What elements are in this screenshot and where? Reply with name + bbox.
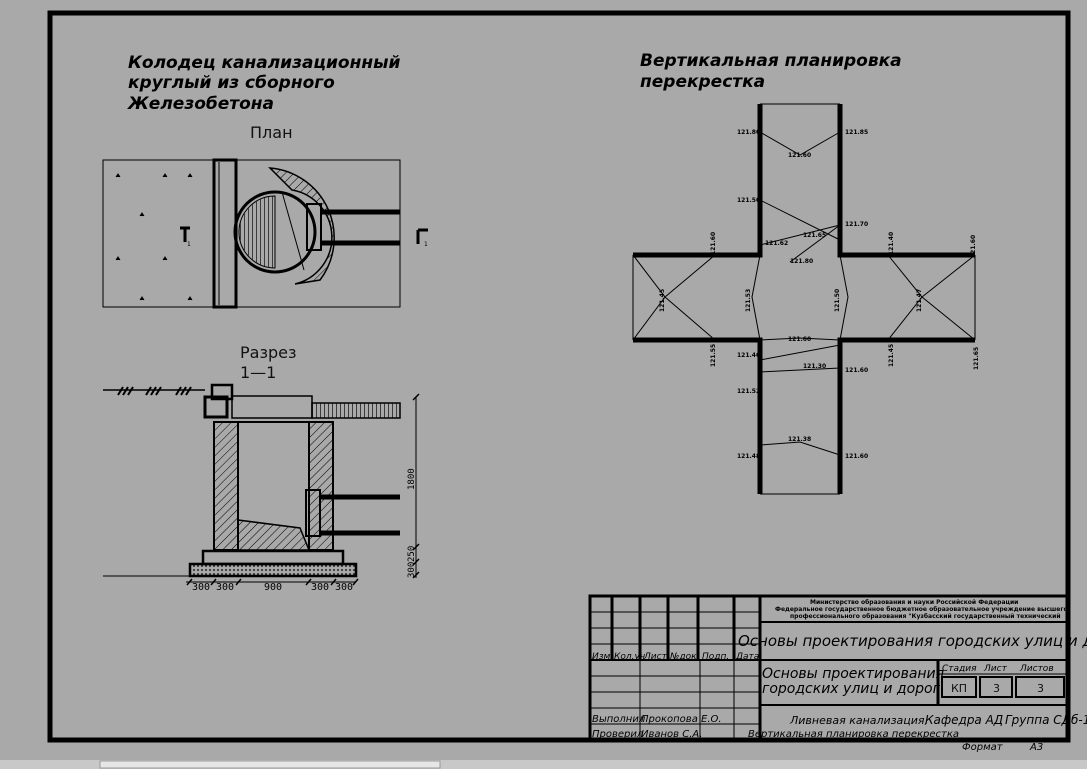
mark: 121.53	[745, 289, 752, 312]
well-plan: 1 1	[102, 158, 428, 309]
mark: 121.40	[888, 232, 895, 255]
mark: 121.85	[845, 129, 868, 136]
mark: 121.60	[788, 336, 811, 343]
checked-label: Проверил	[592, 729, 644, 740]
sheets-value: 3	[1037, 682, 1044, 695]
sheet-name-1: Ливневая канализация,	[789, 714, 928, 727]
mark: 121.52	[737, 388, 760, 395]
mark: 121.38	[788, 436, 811, 443]
mark: 121.40	[737, 352, 760, 359]
dim-bottom-4: 300	[311, 582, 329, 593]
mark: 121.55	[710, 344, 717, 367]
mark: 121.48	[737, 453, 760, 460]
mark: 121.65	[803, 232, 826, 239]
mark: 121.80	[737, 129, 760, 136]
dim-bottom-2: 300	[216, 582, 234, 593]
mark: 121.70	[845, 221, 868, 228]
org-line-1: Министерство образования и науки Российс…	[810, 599, 1018, 606]
well-section: 1800 250 300 300 300 900 300 300	[103, 383, 420, 593]
svg-text:1: 1	[424, 241, 428, 248]
mark: 121.62	[765, 240, 788, 247]
horizontal-scrollbar[interactable]	[0, 760, 1087, 769]
sheet-label: Лист	[983, 664, 1008, 674]
group: Группа СДб-111	[1005, 713, 1087, 727]
dim-height: 1800	[407, 468, 417, 490]
dim-bottom-3: 900	[264, 582, 282, 593]
mark: 121.45	[888, 344, 895, 367]
scrollbar-thumb[interactable]	[99, 760, 441, 769]
sheet-value: 3	[993, 682, 1000, 695]
stage-label: Стадия	[942, 664, 977, 674]
sheets-label: Листов	[1019, 664, 1054, 674]
mark: 121.65	[973, 347, 980, 370]
col-podp: Подп.	[702, 652, 729, 662]
title-block-text: Министерство образования и науки Российс…	[592, 599, 1087, 753]
section-label-1: Разрез	[240, 343, 296, 362]
mark: 121.60	[788, 152, 811, 159]
stage-value: КП	[951, 682, 967, 695]
crossroad-marks: 121.80 121.85 121.60 121.50 121.70 121.6…	[659, 129, 980, 460]
org-line-3: профессионального образования "Кузбасски…	[790, 613, 1061, 620]
format-label: Формат	[962, 742, 1004, 753]
dim-bottom-1: 300	[192, 582, 210, 593]
subject-1: Основы проектирования	[762, 666, 944, 682]
checked-name: Иванов С.А.	[641, 729, 702, 740]
mark: 121.80	[790, 258, 813, 265]
done-label: Выполнил	[592, 714, 646, 725]
col-list: Лист	[643, 652, 668, 662]
format-value: А3	[1029, 742, 1043, 753]
title-block	[588, 594, 1070, 742]
well-title: Колодец канализационный круглый из сборн…	[127, 53, 400, 114]
well-title-line-1: Колодец канализационный	[128, 53, 400, 73]
mark: 121.45	[659, 289, 666, 312]
crossroad-title: Вертикальная планировка перекрестка	[640, 51, 902, 92]
mark: 121.50	[834, 289, 841, 312]
sheet-name-2: Вертикальная планировка перекрестка	[748, 729, 959, 740]
mark: 121.50	[737, 197, 760, 204]
done-name: Прокопова Е.О.	[641, 714, 722, 725]
mark: 121.60	[970, 235, 977, 258]
plan-label: План	[250, 123, 293, 142]
dim-300: 300	[407, 562, 417, 578]
section-label-2: 1—1	[240, 363, 276, 382]
col-ndoc: №док	[669, 652, 697, 662]
col-date: Дата	[735, 652, 759, 662]
well-title-line-3: Железобетона	[127, 94, 274, 114]
sheet-frame	[47, 10, 1071, 743]
crossroad-plan	[632, 103, 976, 495]
mark: 121.47	[916, 289, 923, 312]
mark: 121.60	[710, 232, 717, 255]
mark: 121.60	[845, 453, 868, 460]
svg-text:1: 1	[187, 241, 191, 248]
crossroad-title-line-2: перекрестка	[640, 72, 765, 92]
col-kol: Кол.уч	[614, 652, 645, 662]
mark: 121.60	[845, 367, 868, 374]
crossroad-title-line-1: Вертикальная планировка	[640, 51, 902, 71]
doc-title: Основы проектирования городских улиц и д…	[738, 632, 1087, 650]
well-title-line-2: круглый из сборного	[128, 73, 335, 93]
dim-250: 250	[407, 546, 417, 562]
subject-2: городских улиц и дорог	[762, 681, 941, 697]
dim-bottom-5: 300	[335, 582, 353, 593]
org-line-2: Федеральное государственное бюджетное об…	[775, 606, 1068, 613]
dept: Кафедра АД	[925, 713, 1003, 727]
col-izm: Изм.	[592, 652, 613, 662]
mark: 121.30	[803, 363, 826, 370]
